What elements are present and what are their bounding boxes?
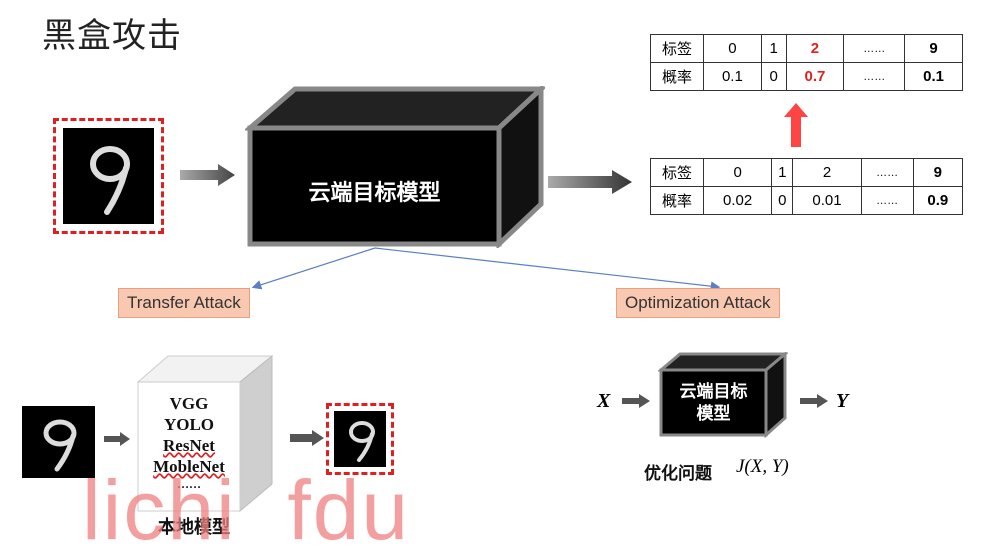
digit-nine-image: [22, 406, 95, 478]
cloud-model-label-small: 云端目标 模型: [661, 381, 766, 425]
table-cell: 0.7: [785, 62, 845, 91]
arrow-right-icon: [180, 164, 235, 186]
table-cell: ……: [843, 34, 906, 63]
table-row: 概率 0.02 0 0.01 …… 0.9: [650, 186, 964, 215]
page-title: 黑盒攻击: [42, 16, 182, 56]
arrow-right-icon: [290, 430, 324, 446]
row-header: 概率: [650, 62, 704, 91]
arrow-right-icon: [622, 394, 650, 408]
table-cell: 0.9: [912, 186, 964, 215]
table-cell: 0: [760, 62, 787, 91]
optimization-attack-label: Optimization Attack: [616, 288, 780, 318]
label-line: 云端目标: [679, 382, 748, 402]
table-cell: ……: [860, 158, 914, 187]
arrow-right-icon: [548, 170, 632, 194]
table-row: 标签 0 1 2 …… 9: [650, 158, 964, 187]
cloud-target-model-box-small: [656, 350, 790, 442]
row-header: 概率: [650, 186, 704, 215]
cloud-model-label: 云端目标模型: [308, 181, 441, 206]
table-cell: 0.1: [904, 62, 963, 91]
table-cell: ……: [843, 62, 906, 91]
table-cell: 0.01: [792, 186, 862, 215]
arrow-right-icon: [104, 432, 130, 446]
objective-formula: J(X, Y): [736, 456, 789, 477]
arrow-up-icon: [784, 103, 808, 151]
input-digit-frame: [53, 118, 164, 234]
watermark-text: lichi fdu: [82, 463, 411, 557]
local-model-label: 本地模型: [158, 517, 230, 538]
model-name: VGG: [169, 394, 209, 413]
label-line: 模型: [696, 404, 731, 424]
model-name: ……: [177, 477, 201, 491]
digit-nine-image: [63, 128, 154, 224]
table-cell: 0.1: [703, 62, 762, 91]
output-y-label: Y: [836, 390, 849, 412]
optimization-problem-label: 优化问题: [644, 464, 712, 484]
table-cell: 0: [771, 186, 794, 215]
table-row: 概率 0.1 0 0.7 …… 0.1: [650, 62, 963, 91]
arrow-right-icon: [800, 394, 828, 408]
local-model-list: VGG YOLO ResNet MobleNet ……: [138, 393, 240, 491]
adversarial-probability-table: 标签 0 1 2 …… 9 概率 0.1 0 0.7 …… 0.1: [650, 34, 963, 91]
digit-nine-image: [334, 411, 386, 467]
table-cell: 9: [912, 158, 964, 187]
table-cell: 0.02: [702, 186, 773, 215]
transfer-attack-label: Transfer Attack: [118, 288, 250, 318]
model-name: YOLO: [163, 415, 215, 434]
adversarial-digit-frame: [326, 403, 394, 475]
local-model-box: [136, 354, 276, 518]
original-probability-table: 标签 0 1 2 …… 9 概率 0.02 0 0.01 …… 0.9: [650, 158, 964, 215]
model-name: MobleNet: [153, 457, 225, 476]
model-name: ResNet: [163, 436, 215, 455]
input-x-label: X: [597, 390, 611, 412]
table-cell: 1: [760, 34, 787, 63]
cloud-target-model-box: [243, 83, 548, 252]
table-cell: 9: [904, 34, 963, 63]
row-header: 标签: [650, 34, 704, 63]
